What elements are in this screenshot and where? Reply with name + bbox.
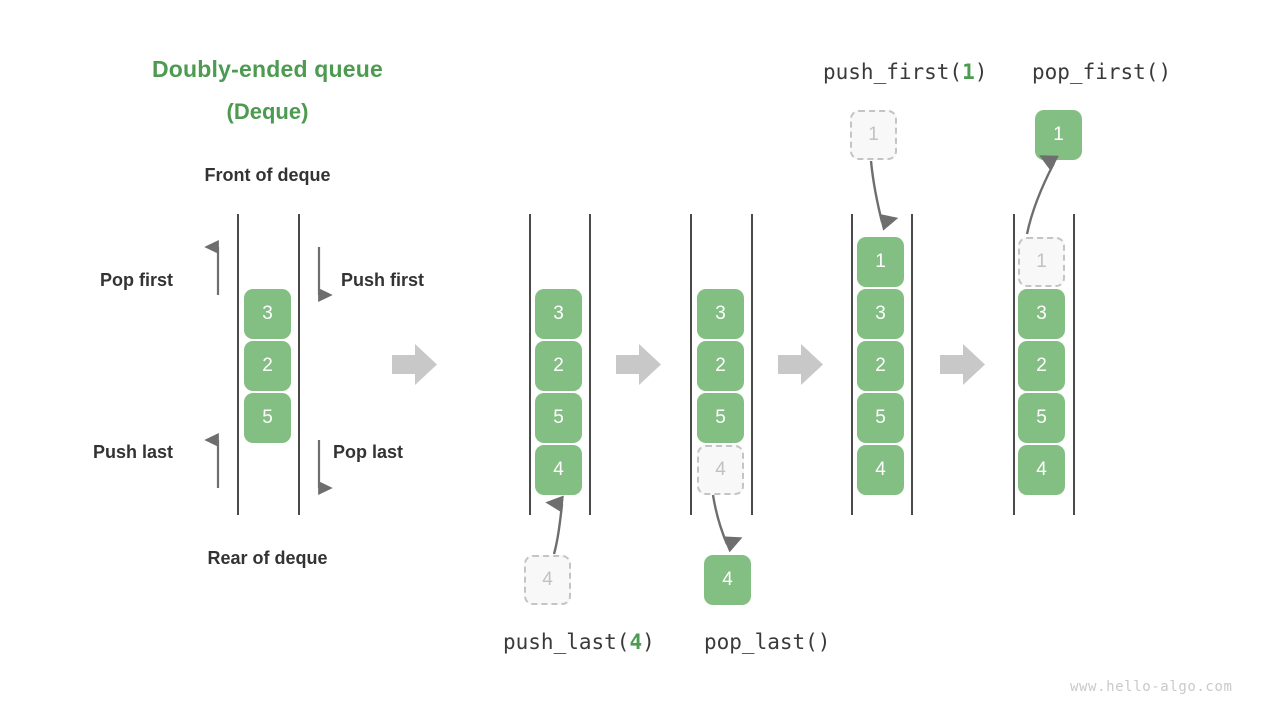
push-first-caption: push_first(1) (823, 60, 987, 84)
deque-cell: 5 (1018, 393, 1065, 443)
legend-direction-arrows (204, 239, 220, 488)
push-last-caption-suffix: ) (642, 630, 655, 654)
push-last-caption-arg: 4 (629, 630, 643, 654)
deque-cell: 5 (535, 393, 582, 443)
transition-arrow-icon (940, 344, 985, 385)
pop-first-motion-arrow-icon (1025, 155, 1059, 235)
diagram-title: Doubly-ended queue (151, 56, 384, 82)
popped-cell: 4 (704, 555, 751, 605)
rail-right (298, 214, 300, 515)
push-first-motion-arrow-icon (869, 160, 899, 231)
pop-last-motion-arrow-icon (711, 494, 743, 553)
rail-right (911, 214, 913, 515)
removed-ghost-cell: 4 (697, 445, 744, 495)
rail-right (589, 214, 591, 515)
deque-cell: 3 (857, 289, 904, 339)
rail-left (237, 214, 239, 515)
transition-arrow-icon (616, 344, 661, 385)
incoming-ghost-cell: 1 (850, 110, 897, 160)
rail-right (1073, 214, 1075, 515)
push-last-label: Push last (93, 442, 174, 462)
pop-first-caption: pop_first() (1032, 60, 1171, 84)
rail-right (751, 214, 753, 515)
front-of-deque-label: Front of deque (204, 165, 331, 185)
push-last-motion-arrow-icon (545, 495, 564, 555)
deque-cell: 5 (244, 393, 291, 443)
incoming-ghost-cell: 4 (524, 555, 571, 605)
rear-of-deque-label: Rear of deque (207, 548, 328, 568)
pop-first-caption-prefix: pop_first( (1032, 60, 1159, 84)
push-first-caption-prefix: push_first( (823, 60, 963, 84)
rail-left (851, 214, 853, 515)
rail-left (529, 214, 531, 515)
pop-first-label: Pop first (100, 270, 174, 290)
push-first-caption-suffix: ) (974, 60, 988, 84)
legend-direction-arrows-right (317, 247, 333, 496)
pop-last-caption-prefix: pop_last( (704, 630, 818, 654)
rail-left (690, 214, 692, 515)
deque-cell: 2 (244, 341, 291, 391)
pop-last-caption: pop_last() (704, 630, 830, 654)
deque-cell: 3 (244, 289, 291, 339)
rail-left (1013, 214, 1015, 515)
push-first-label: Push first (341, 270, 425, 290)
deque-cell: 4 (535, 445, 582, 495)
pop-last-label: Pop last (333, 442, 404, 462)
watermark: www.hello-algo.com (1070, 679, 1233, 695)
deque-cell: 5 (857, 393, 904, 443)
deque-cell: 3 (535, 289, 582, 339)
pop-first-caption-suffix: ) (1158, 60, 1172, 84)
deque-cell: 2 (697, 341, 744, 391)
deque-cell: 2 (1018, 341, 1065, 391)
deque-cell: 2 (535, 341, 582, 391)
deque-cell: 4 (1018, 445, 1065, 495)
transition-arrow-icon (778, 344, 823, 385)
deque-cell: 3 (1018, 289, 1065, 339)
deque-cell: 4 (857, 445, 904, 495)
popped-cell: 1 (1035, 110, 1082, 160)
push-last-caption-prefix: push_last( (503, 630, 630, 654)
push-first-caption-arg: 1 (962, 60, 975, 84)
deque-cell: 1 (857, 237, 904, 287)
deque-cell: 3 (697, 289, 744, 339)
pop-last-caption-suffix: ) (817, 630, 831, 654)
push-last-caption: push_last(4) (503, 630, 655, 654)
deque-cell: 5 (697, 393, 744, 443)
deque-cell: 2 (857, 341, 904, 391)
diagram-subtitle: (Deque) (226, 99, 309, 124)
removed-ghost-cell: 1 (1018, 237, 1065, 287)
transition-arrow-icon (392, 344, 437, 385)
